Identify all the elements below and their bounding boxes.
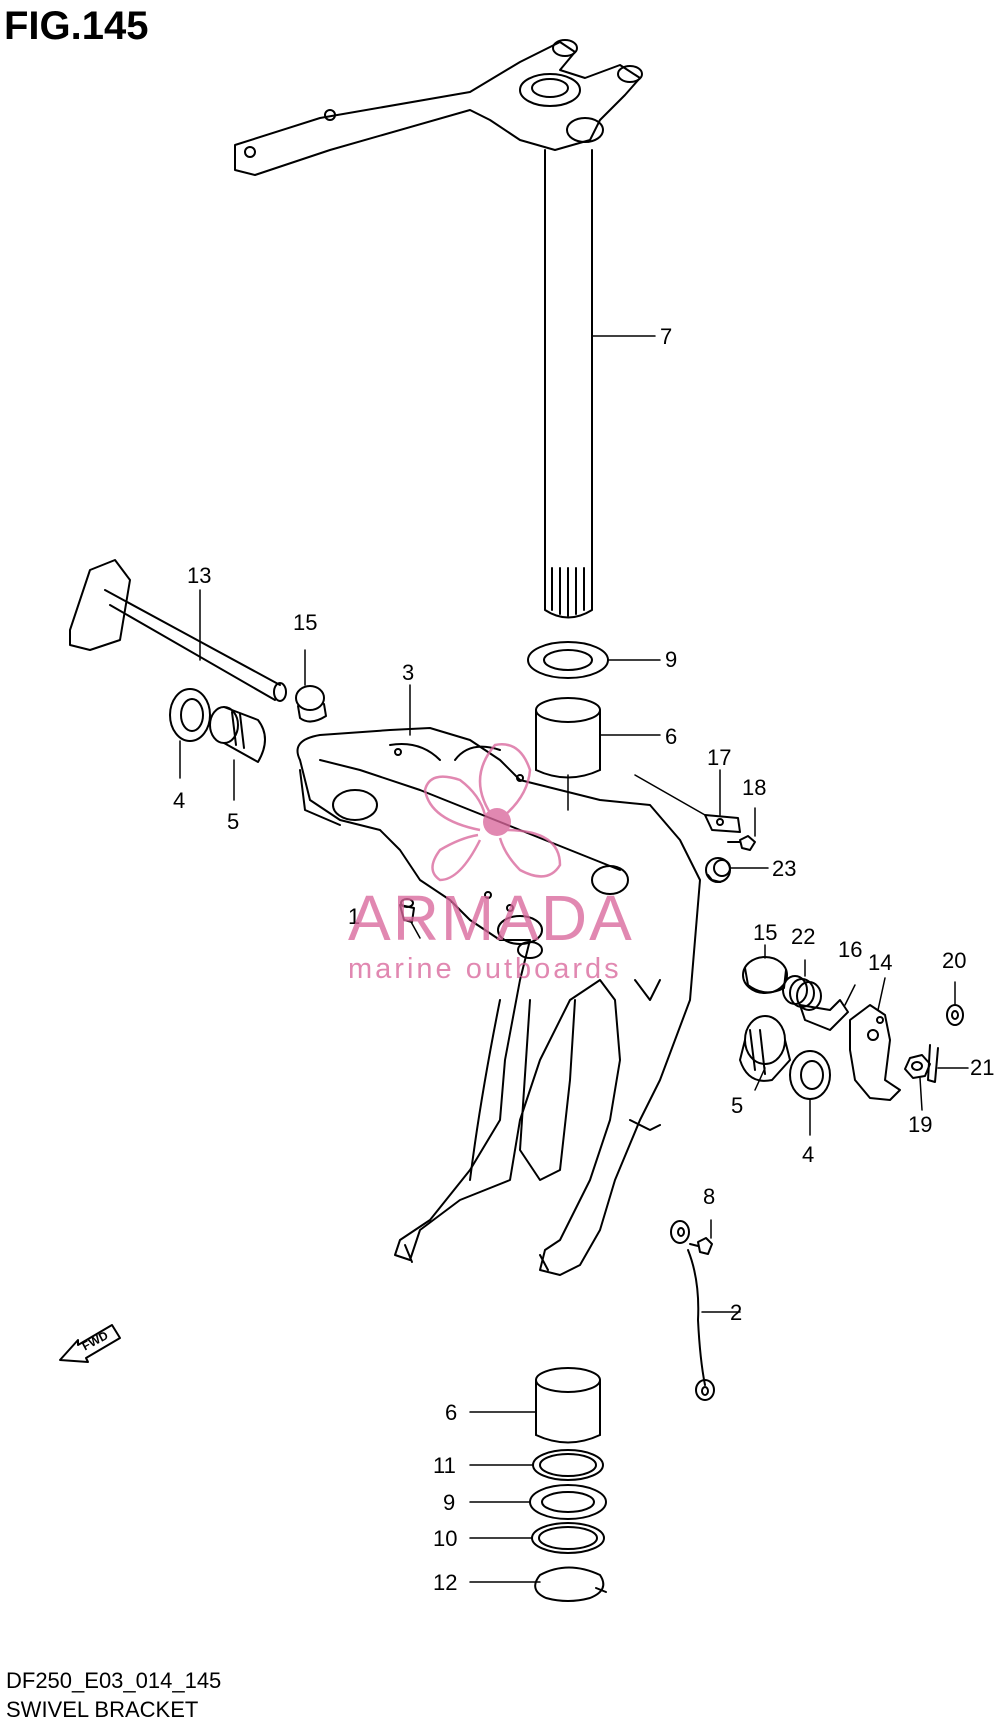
callout: 22 [791,924,815,949]
callout: 7 [660,324,672,349]
propeller-icon [423,743,562,882]
clip [705,857,731,883]
callout: 19 [908,1112,932,1137]
trim-stop-lever [799,999,901,1101]
wave-washer [531,1522,605,1554]
washer-right [789,1050,831,1100]
figure-caption: SWIVEL BRACKET [6,1697,199,1722]
watermark-brand: ARMADA [348,882,634,954]
steering-arm [234,39,643,176]
washer-bottom [529,1484,607,1520]
callout: 17 [707,745,731,770]
watermark-tagline: marine outboards [348,953,622,985]
cotter-pin [927,1044,939,1083]
washer-left [169,688,211,742]
callout: 12 [433,1570,457,1595]
callout: 13 [187,563,211,588]
bush-left [295,685,327,723]
callout: 2 [730,1300,742,1325]
callout: 18 [742,775,766,800]
callout: 15 [753,920,777,945]
bushing-left [209,706,266,763]
callout: 4 [802,1142,814,1167]
retaining-plate [704,814,741,833]
washer-top [527,641,609,679]
figure-code: DF250_E03_014_145 [6,1668,222,1693]
callout: 9 [665,647,677,672]
callout: 5 [731,1093,743,1118]
callout: 23 [772,856,796,881]
watermark-logo: ARMADA marine outboards [348,743,634,985]
figure-title: FIG.145 [4,4,149,48]
tilt-tube [69,559,287,702]
callout: 20 [942,948,966,973]
nut [904,1054,931,1079]
spring [782,975,822,1011]
callout: 15 [293,610,317,635]
callout: 5 [227,809,239,834]
snap-ring [534,1566,607,1602]
small-washer [946,1004,964,1026]
callout: 6 [445,1400,457,1425]
bushing-right [739,1015,791,1082]
callout: 9 [443,1490,455,1515]
steering-shaft [544,149,593,619]
ground-bolt [670,1220,713,1255]
callout: 8 [703,1184,715,1209]
callout: 21 [970,1055,994,1080]
bolt-small [727,835,756,851]
callout: 6 [665,724,677,749]
callout: 4 [173,788,185,813]
callout: 14 [868,950,892,975]
leader-lines [179,335,969,1583]
swivel-bracket-body [296,727,701,1276]
callout: 3 [402,660,414,685]
callout: 10 [433,1526,457,1551]
ground-cable [687,1249,715,1401]
bush-right [742,956,788,994]
fwd-arrow-icon [59,1324,121,1363]
bushing-top [535,697,601,779]
callout-labels: 7 13 15 3 9 6 17 18 4 5 23 1 15 22 16 14… [173,324,994,1595]
callout: 1 [348,904,360,929]
callout: 11 [433,1453,456,1478]
grease-fitting [399,898,415,923]
o-ring [532,1449,604,1481]
bushing-bottom [535,1367,601,1444]
callout: 16 [838,937,862,962]
